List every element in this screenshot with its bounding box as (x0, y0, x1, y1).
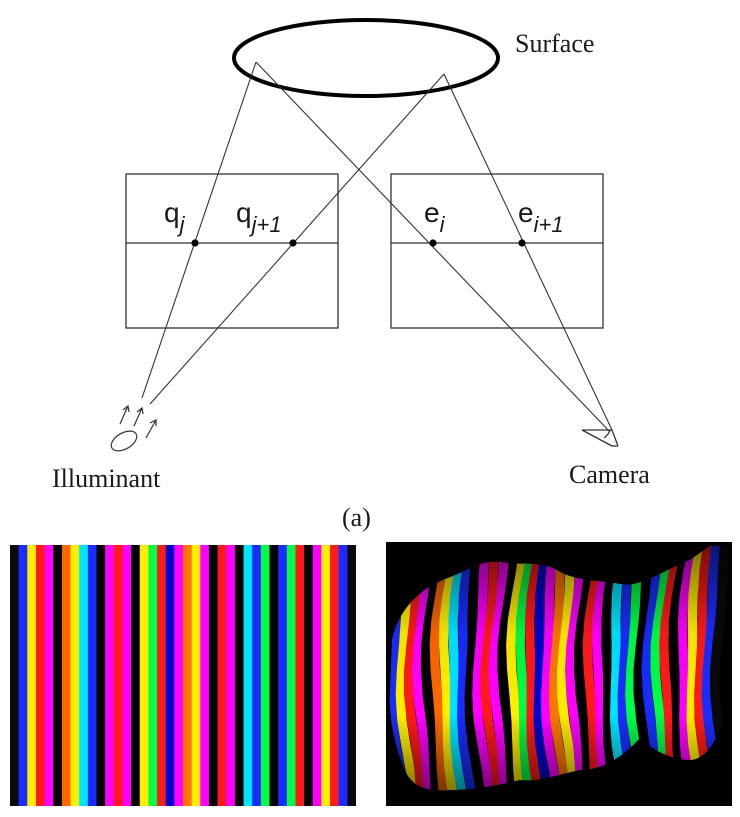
stripe (70, 545, 80, 806)
label-e-i1: ei+1 (518, 197, 564, 237)
projected-object-panel (386, 542, 732, 806)
stripe (35, 545, 46, 806)
illuminant-icon (110, 404, 157, 452)
stripe (347, 545, 356, 806)
projector-image-plane (125, 173, 339, 329)
stripe (61, 545, 72, 806)
stripe (183, 545, 193, 806)
point-e-i (429, 239, 437, 247)
stripe (87, 545, 98, 806)
stripe (79, 545, 89, 806)
stripe (295, 545, 305, 806)
ray-illuminant-to-surface-left (141, 61, 257, 399)
stripe (53, 545, 63, 806)
point-e-i1 (518, 239, 526, 247)
stripe (278, 545, 288, 806)
stripe (321, 545, 331, 806)
stripe (208, 545, 219, 806)
stripe (226, 545, 236, 806)
stripe-pattern-panel (10, 545, 356, 806)
stripe (312, 545, 322, 806)
stripe (105, 545, 115, 806)
stripe (191, 545, 201, 806)
stripe (113, 545, 124, 806)
point-q-j (191, 239, 199, 247)
stripe (157, 545, 167, 806)
surface-label: Surface (515, 29, 594, 58)
ray-surface-to-camera-right (443, 73, 613, 431)
stripe (338, 545, 348, 806)
label-e-i: ei (424, 197, 446, 237)
stripe (269, 545, 279, 806)
point-q-j1 (289, 239, 297, 247)
camera-label: Camera (569, 460, 650, 489)
illuminant-label: Illuminant (52, 464, 161, 493)
stripe (243, 545, 253, 806)
stripe (234, 545, 245, 806)
stripe (200, 545, 210, 806)
camera-image-plane (390, 173, 604, 329)
stripe (10, 545, 20, 806)
stripe (139, 545, 149, 806)
stripe (304, 545, 314, 806)
label-q-j1: qj+1 (236, 197, 282, 237)
stripe (260, 545, 271, 806)
stripe (286, 545, 297, 806)
stripe (18, 545, 28, 806)
camera-icon (581, 429, 619, 447)
stripe (217, 545, 227, 806)
surface-ellipse (232, 18, 500, 98)
stripe (122, 545, 132, 806)
stripe (165, 545, 175, 806)
stripe (148, 545, 158, 806)
label-q-j: qj (164, 197, 186, 237)
stripe (252, 545, 262, 806)
stripe (27, 545, 37, 806)
ray-surface-to-camera-left (255, 61, 611, 433)
stripe (131, 545, 141, 806)
stripe (330, 545, 340, 806)
stripe (44, 545, 54, 806)
ray-illuminant-to-surface-right (149, 73, 445, 405)
stripe (96, 545, 106, 806)
caption-a: (a) (342, 503, 371, 532)
stripe (174, 545, 184, 806)
